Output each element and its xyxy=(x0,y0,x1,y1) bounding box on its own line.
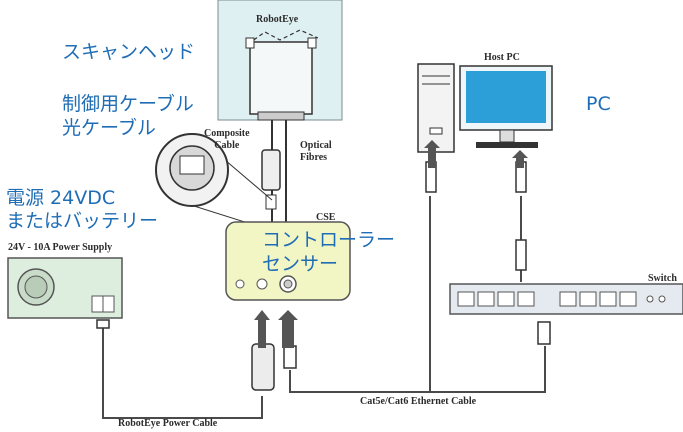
head-cables xyxy=(261,120,287,228)
ethernet-cable-label: Cat5e/Cat6 Ethernet Cable xyxy=(360,396,477,407)
ethernet-cable-pc xyxy=(289,196,431,393)
optical-cable-annotation: 光ケーブル xyxy=(62,117,156,139)
control-cable-annotation: 制御用ケーブル xyxy=(62,93,194,115)
power-supply xyxy=(7,257,123,319)
controller-cse xyxy=(225,221,351,301)
optical-fibres-label: Optical Fibres xyxy=(300,140,332,163)
power-annotation-line1: 電源 24VDC xyxy=(6,187,116,209)
ethernet-cable-switch xyxy=(430,346,546,393)
power-cable xyxy=(102,326,263,419)
host-pc-tower xyxy=(417,63,455,153)
arrows xyxy=(254,140,528,348)
power-cable-label: RobotEye Power Cable xyxy=(118,418,218,429)
robot-eye-unit xyxy=(217,0,343,121)
controller-annotation-line2: センサー xyxy=(262,253,339,275)
robot-eye-label: RobotEye xyxy=(256,14,299,25)
pc-annotation: PC xyxy=(586,93,611,115)
composite-cable-label: Composite Cable xyxy=(204,128,250,151)
composite-connector xyxy=(261,149,281,191)
switch-label: Switch xyxy=(648,273,677,284)
power-supply-label: 24V - 10A Power Supply xyxy=(8,242,113,253)
controller-annotation-line1: コントローラー xyxy=(262,229,396,251)
connector-zoom-callout xyxy=(155,133,273,231)
host-pc-monitor xyxy=(459,65,553,148)
host-pc-label: Host PC xyxy=(484,52,520,63)
power-annotation-line2: またはバッテリー xyxy=(6,210,159,232)
network-switch xyxy=(449,283,683,315)
cse-label: CSE xyxy=(316,212,336,223)
cables xyxy=(102,196,546,419)
scan-head-annotation: スキャンヘッド xyxy=(62,41,196,63)
